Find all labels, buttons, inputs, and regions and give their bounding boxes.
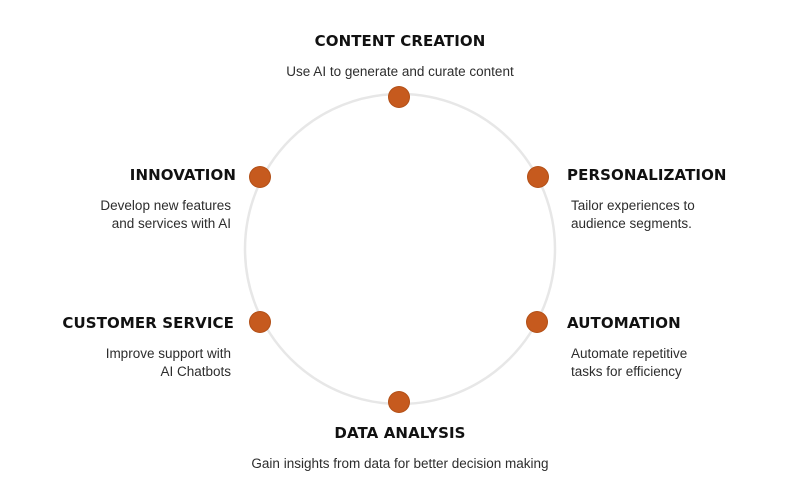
content-creation-label: CONTENT CREATION Use AI to generate and … xyxy=(286,32,513,81)
personalization-description: Tailor experiences to audience segments. xyxy=(571,197,727,233)
data-analysis-description-line-1: Gain insights from data for better decis… xyxy=(251,456,549,471)
data-analysis-title: DATA ANALYSIS xyxy=(334,424,466,442)
data-analysis-node xyxy=(389,392,409,412)
content-creation-node xyxy=(389,87,409,107)
content-creation-description-line-1: Use AI to generate and curate content xyxy=(286,64,514,79)
personalization-description-line-2: audience segments. xyxy=(571,216,692,231)
customer-service-description-line-2: AI Chatbots xyxy=(160,364,231,379)
automation-description-line-1: Automate repetitive xyxy=(571,346,688,361)
personalization-node xyxy=(528,167,548,187)
innovation-description-line-2: and services with AI xyxy=(111,216,231,231)
automation-title: AUTOMATION xyxy=(567,314,681,332)
automation-description: Automate repetitive tasks for efficiency xyxy=(571,345,687,381)
innovation-description-line-1: Develop new features xyxy=(100,198,231,213)
customer-service-label: CUSTOMER SERVICE Improve support with AI… xyxy=(62,314,234,381)
innovation-node xyxy=(250,167,270,187)
innovation-description: Develop new features and services with A… xyxy=(100,197,231,233)
automation-description-line-2: tasks for efficiency xyxy=(571,364,682,379)
customer-service-node xyxy=(250,312,270,332)
customer-service-description-line-1: Improve support with xyxy=(105,346,231,361)
innovation-title: INNOVATION xyxy=(129,166,236,184)
automation-node xyxy=(527,312,547,332)
customer-service-title: CUSTOMER SERVICE xyxy=(62,314,234,332)
content-creation-description: Use AI to generate and curate content xyxy=(286,63,513,81)
customer-service-description: Improve support with AI Chatbots xyxy=(62,345,231,381)
personalization-label: PERSONALIZATION Tailor experiences to au… xyxy=(567,166,727,233)
personalization-description-line-1: Tailor experiences to xyxy=(571,198,695,213)
innovation-label: INNOVATION Develop new features and serv… xyxy=(100,166,236,233)
content-creation-title: CONTENT CREATION xyxy=(314,32,486,50)
data-analysis-description: Gain insights from data for better decis… xyxy=(251,455,548,473)
personalization-title: PERSONALIZATION xyxy=(567,166,727,184)
data-analysis-label: DATA ANALYSIS Gain insights from data fo… xyxy=(251,424,548,473)
automation-label: AUTOMATION Automate repetitive tasks for… xyxy=(567,314,687,381)
